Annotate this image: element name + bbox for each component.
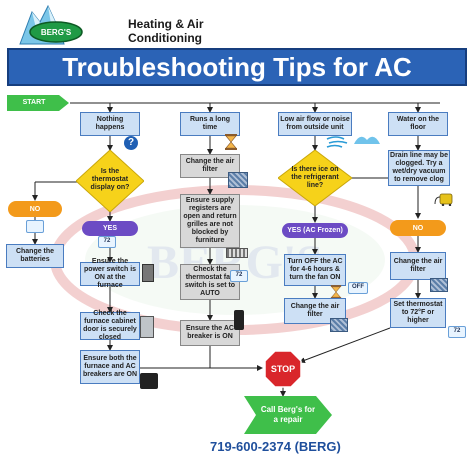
air-filter-icon: [228, 172, 248, 188]
step-ac-breaker: Ensure the AC breaker is ON: [180, 320, 240, 346]
decision-ice-refrigerant: Is there ice on the refrigerant line?: [277, 149, 353, 207]
step-registers: Ensure supply registers are open and ret…: [180, 194, 240, 248]
register-vent-icon: [226, 248, 248, 258]
decision-thermostat-display: Is the thermostat display on?: [75, 149, 145, 213]
branch-nothing-happens: Nothing happens: [80, 112, 140, 136]
step-cabinet-door: Check the furnace cabinet door is secure…: [80, 310, 140, 341]
step-set-thermostat: Set thermostat to 72°F or higher: [390, 298, 446, 328]
decision-ice-label: Is there ice on the refrigerant line?: [291, 166, 339, 189]
stop-label: STOP: [270, 364, 296, 374]
branch-runs-long: Runs a long time: [180, 112, 240, 136]
start-label: START: [22, 99, 46, 106]
pill-yes-left: YES: [82, 221, 138, 236]
company-name-line2: Conditioning: [128, 31, 202, 45]
brand-logo-text: BERG'S: [41, 28, 72, 37]
step-turn-off-ac: Turn OFF the AC for 4-6 hours & turn the…: [284, 254, 346, 286]
company-logo: BERG'S Heating & Air Conditioning: [18, 2, 218, 46]
call-repair-label: Call Berg's for a repair: [260, 405, 316, 424]
company-name-line1: Heating & Air: [128, 17, 204, 31]
breaker-icon: [140, 373, 158, 389]
ac-breaker-icon: [234, 310, 244, 330]
start-node: START: [7, 95, 69, 111]
stop-sign: STOP: [264, 350, 302, 388]
air-filter-icon-3: [430, 278, 448, 292]
question-icon: ?: [124, 136, 138, 150]
thermostat-off-icon: OFF: [348, 282, 368, 294]
pill-yes-frozen: YES (AC Frozen): [282, 223, 348, 238]
step-power-switch: Ensure the power switch is ON at the fur…: [80, 258, 140, 289]
thermostat-display-icon: 72: [98, 236, 116, 248]
air-filter-icon-2: [330, 318, 348, 332]
switch-icon: [142, 264, 154, 282]
step-drain-line: Drain line may be clogged. Try a wet/dry…: [388, 150, 450, 186]
iceberg-logo-icon: BERG'S: [19, 4, 83, 45]
wet-dry-vacuum-icon: [434, 190, 456, 207]
thermostat-72-icon: 72: [448, 326, 466, 338]
thermostat-icon: [26, 220, 44, 233]
call-repair-node: Call Berg's for a repair: [244, 396, 332, 434]
thermostat-fan-icon: 72: [230, 270, 248, 282]
page-title: Troubleshooting Tips for AC: [7, 48, 467, 86]
furnace-icon: [140, 316, 154, 338]
water-splash-icon: [352, 130, 382, 148]
pill-no-right: NO: [390, 220, 446, 236]
step-change-batteries: Change the batteries: [6, 244, 64, 268]
hourglass-icon: [224, 134, 238, 150]
branch-water-floor: Water on the floor: [388, 112, 448, 136]
step-breakers-on: Ensure both the furnace and AC breakers …: [80, 350, 140, 384]
pill-no-left: NO: [8, 201, 62, 217]
phone-number: 719-600-2374 (BERG): [210, 439, 341, 454]
step-change-filter-right: Change the air filter: [390, 252, 446, 280]
branch-low-airflow: Low air flow or noise from outside unit: [278, 112, 352, 136]
wind-icon: [326, 134, 348, 150]
decision-thermostat-label: Is the thermostat display on?: [90, 168, 130, 191]
